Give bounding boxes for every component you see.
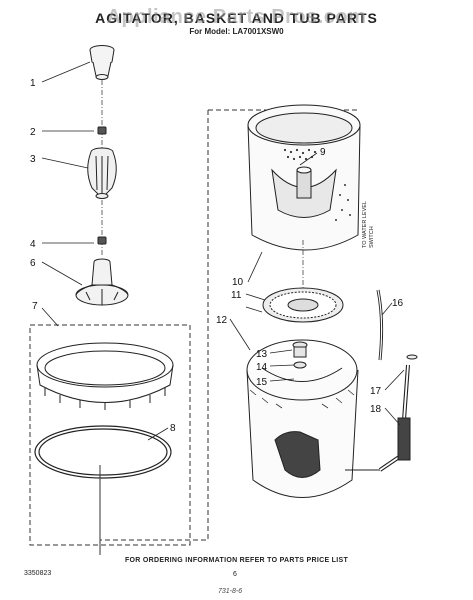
callout-18: 18	[370, 404, 382, 415]
gasket-part	[34, 425, 172, 479]
callout-3: 3	[30, 154, 36, 165]
callout-14: 14	[256, 362, 268, 373]
basket-perforations	[283, 148, 351, 221]
callout-labels: 1 2 3 4 5 6 7 8 9 10 11 12 13 14 15 16 1…	[30, 78, 404, 434]
callout-1: 1	[30, 78, 36, 89]
callout-2: 2	[30, 127, 36, 138]
tub-ring-part	[36, 342, 174, 410]
agitator-base-part	[75, 258, 129, 306]
page-number: 6	[233, 571, 237, 578]
fastener-part-lower	[97, 236, 107, 245]
signature-mark: 731-8-6	[218, 588, 243, 595]
water-level-switch-label: TO WATER LEVEL SWITCH	[362, 201, 376, 248]
callout-11: 11	[231, 290, 242, 301]
water-level-label-line1: TO WATER LEVEL	[362, 201, 368, 248]
ordering-info: FOR ORDERING INFORMATION REFER TO PARTS …	[124, 557, 349, 564]
callout-16: 16	[392, 298, 404, 309]
agitator-cam-part	[87, 147, 117, 199]
basket-part	[247, 104, 361, 251]
drain-hose-part	[378, 354, 418, 472]
leader-lines	[41, 61, 405, 441]
callout-17: 17	[370, 386, 382, 397]
fastener-part	[97, 126, 107, 135]
ring-group-box	[29, 324, 191, 546]
callout-7: 7	[32, 301, 38, 312]
callout-8: 8	[170, 423, 176, 434]
basket-tub-group-box	[99, 110, 209, 555]
callout-12: 12	[216, 315, 228, 326]
callout-15: 15	[256, 377, 268, 388]
model-subtitle: For Model: LA7001XSW0	[189, 27, 284, 36]
callout-10: 10	[232, 277, 244, 288]
page-title: AGITATOR, BASKET AND TUB PARTS	[95, 10, 378, 26]
drive-ring-part	[262, 287, 344, 323]
callout-6: 6	[30, 258, 36, 269]
tub-rim-ribs	[249, 389, 355, 409]
callout-4: 4	[30, 239, 36, 250]
callout-13: 13	[256, 349, 268, 360]
watermark: Appliance Parts Pros.com	[106, 6, 367, 28]
callout-9: 9	[320, 147, 326, 158]
agitator-cap-part	[89, 45, 115, 80]
document-number: 3350823	[24, 570, 52, 577]
water-level-label-line2: SWITCH	[369, 226, 375, 248]
outer-tub-part	[246, 339, 380, 498]
